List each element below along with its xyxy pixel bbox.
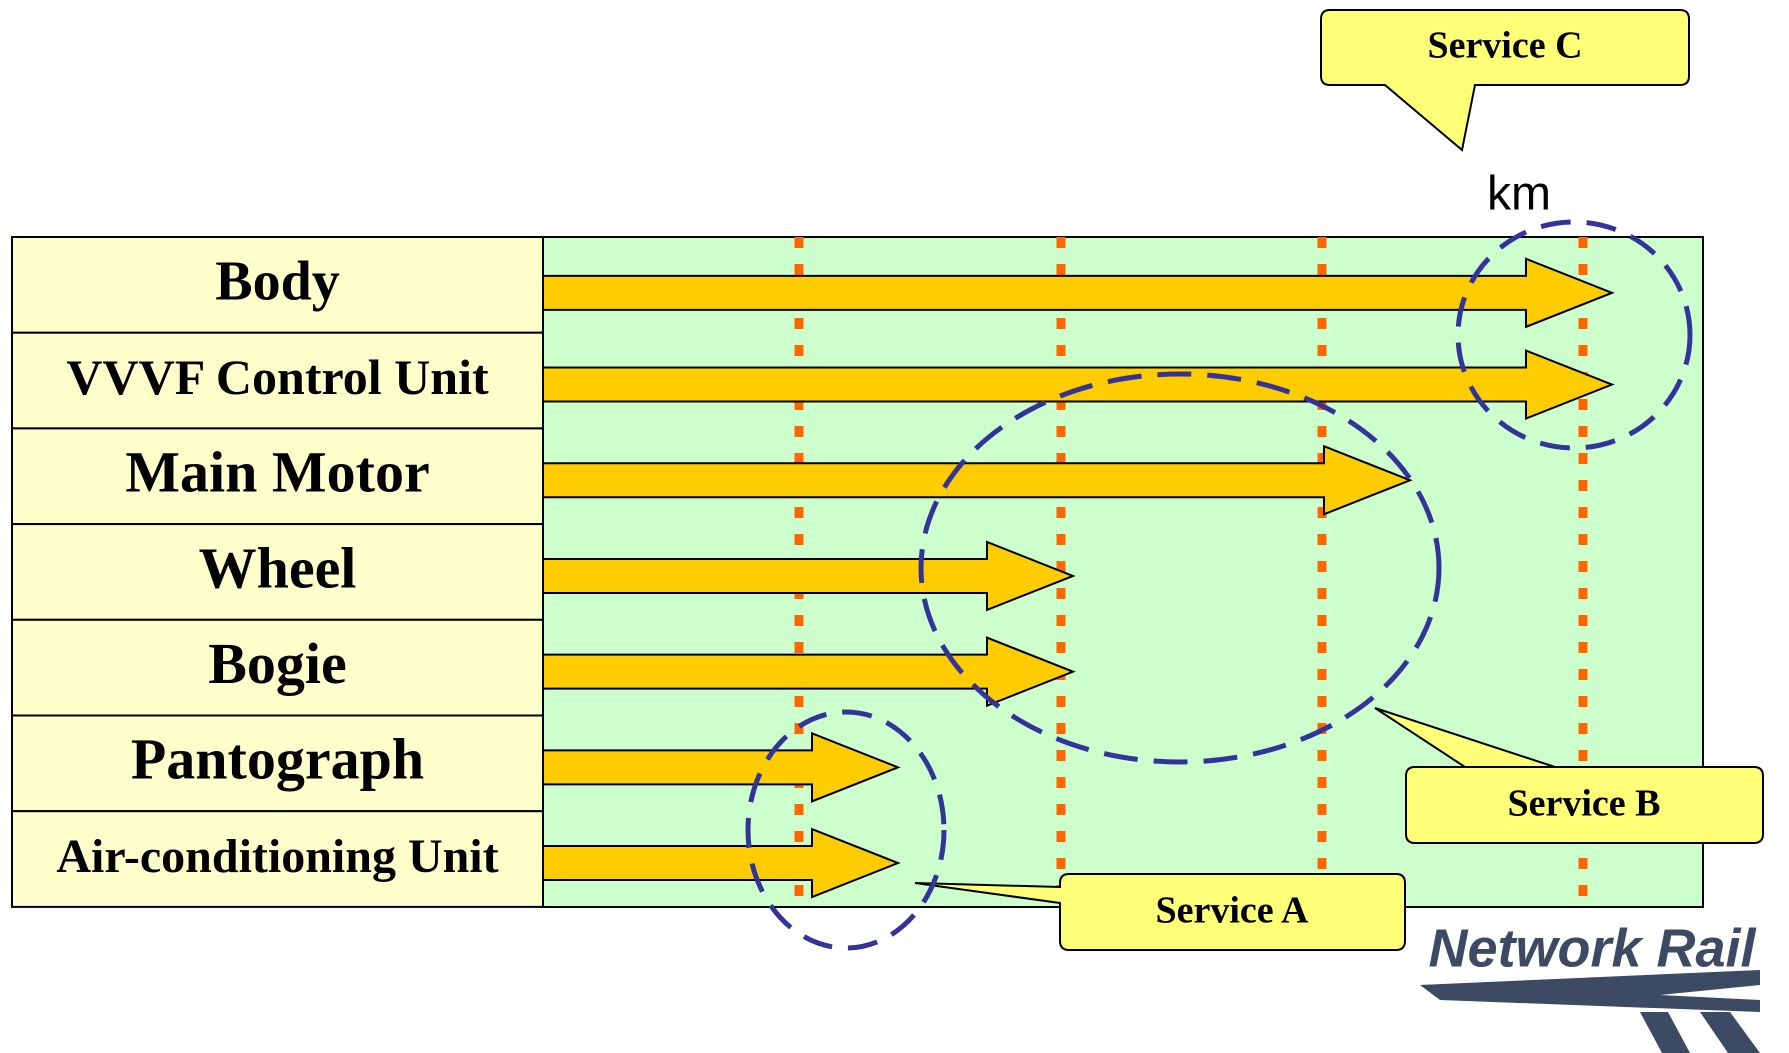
- service-c-callout: Service C: [1320, 9, 1690, 152]
- service-a-ring: [745, 709, 947, 951]
- network-rail-double-arrow-icon: [1420, 970, 1760, 1053]
- interval-arrow: [542, 731, 901, 803]
- service-groupings: [745, 219, 1693, 951]
- service-c-ring: [1455, 219, 1693, 451]
- component-row-3: [11, 427, 544, 526]
- network-rail-logo: Network Rail: [1420, 918, 1760, 1053]
- service-c-label: Service C: [1427, 25, 1582, 67]
- component-label: Wheel: [199, 535, 357, 600]
- interval-arrow: [542, 540, 1076, 612]
- service-a-label: Service A: [1155, 890, 1309, 932]
- distance-unit-label: km: [1487, 168, 1551, 221]
- component-label: Main Motor: [125, 440, 429, 505]
- service-b-callout: Service B: [1374, 707, 1764, 844]
- interval-arrow: [542, 444, 1413, 516]
- service-b-ring: [918, 371, 1442, 765]
- interval-arrow: [542, 636, 1076, 708]
- interval-arrows: [542, 257, 1615, 899]
- component-row-6: [11, 714, 544, 813]
- component-row-4: [11, 523, 544, 621]
- component-label: Bogie: [208, 631, 347, 696]
- interval-arrow: [542, 827, 901, 899]
- component-label: Body: [215, 251, 340, 313]
- component-row-5: [11, 618, 544, 717]
- component-label: Air-conditioning Unit: [56, 830, 498, 883]
- service-a-callout: Service A: [914, 873, 1406, 951]
- component-row-2: [11, 331, 544, 430]
- interval-arrow: [542, 349, 1615, 421]
- service-b-label: Service B: [1507, 783, 1660, 825]
- interval-arrow: [542, 257, 1615, 329]
- logo-wordmark: Network Rail: [1428, 918, 1756, 978]
- component-label: Pantograph: [131, 727, 424, 792]
- component-label: VVVF Control Unit: [66, 349, 489, 405]
